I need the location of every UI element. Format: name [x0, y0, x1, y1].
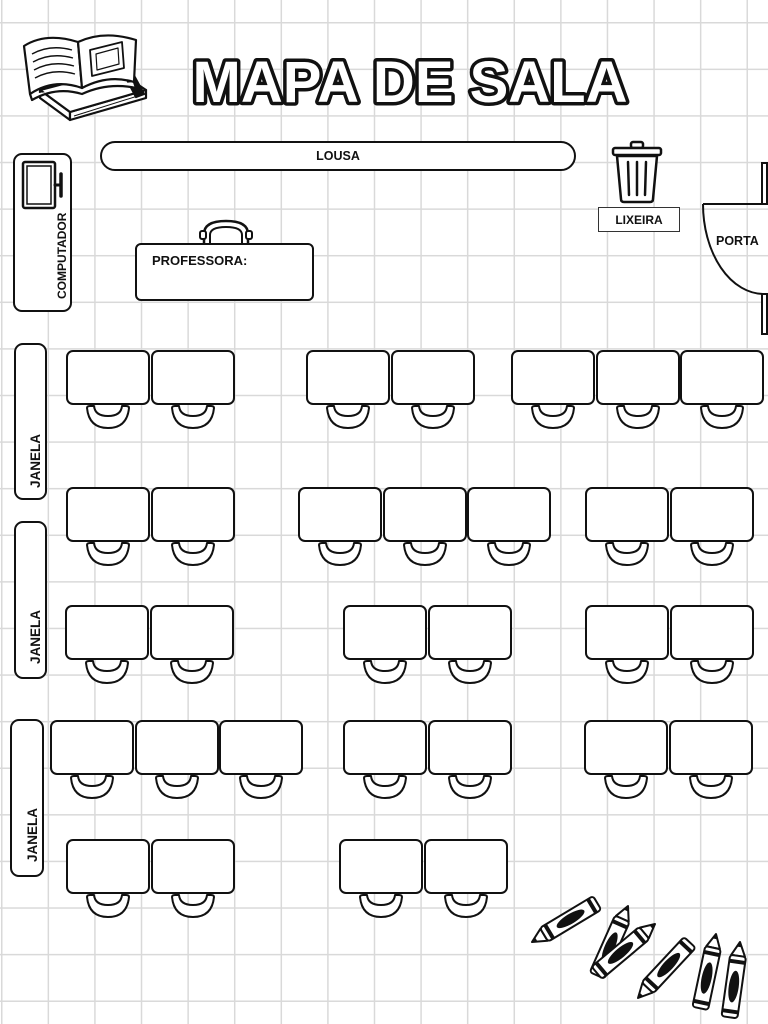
student-desk — [427, 605, 512, 660]
student-desk — [150, 350, 235, 405]
chair-icon — [169, 404, 217, 430]
student-desk — [66, 350, 150, 405]
chair-icon — [199, 219, 253, 244]
book-icon — [22, 34, 148, 122]
board: LOUSA — [100, 141, 576, 171]
student-desk — [584, 720, 668, 775]
student-desk — [668, 720, 753, 775]
student-desk — [219, 720, 303, 775]
chair-icon — [83, 659, 131, 685]
door-icon — [702, 162, 768, 335]
student-desk — [390, 350, 475, 405]
chair-icon — [442, 893, 490, 919]
student-desk — [467, 487, 551, 542]
chair-icon — [361, 774, 409, 800]
page-title: MAPA DE SALA — [189, 47, 631, 113]
chair-icon — [237, 774, 285, 800]
chair-icon — [602, 774, 650, 800]
crayon-icon — [526, 894, 603, 950]
student-desk — [595, 350, 680, 405]
window-panel — [14, 521, 47, 679]
chair-icon — [698, 404, 746, 430]
trash-label: LIXEIRA — [615, 212, 663, 227]
board-label: LOUSA — [316, 149, 360, 163]
chair-icon — [529, 404, 577, 430]
chair-icon — [357, 893, 405, 919]
crayon-icon — [631, 935, 697, 1005]
teacher-desk-label: PROFESSORA: — [152, 253, 248, 268]
student-desk — [382, 487, 467, 542]
door-label: PORTA — [716, 234, 759, 248]
trash-icon — [611, 140, 663, 204]
chair-icon — [169, 541, 217, 567]
chair-icon — [688, 541, 736, 567]
monitor-icon — [21, 160, 63, 210]
chair-icon — [68, 774, 116, 800]
student-desk — [50, 720, 134, 775]
crayon-icon — [691, 931, 725, 1012]
student-desk — [669, 487, 754, 542]
chair-icon — [153, 774, 201, 800]
student-desk — [149, 605, 234, 660]
chair-icon — [168, 659, 216, 685]
chair-icon — [688, 659, 736, 685]
chair-icon — [446, 774, 494, 800]
student-desk — [680, 350, 764, 405]
chair-icon — [409, 404, 457, 430]
chair-icon — [485, 541, 533, 567]
student-desk — [150, 839, 235, 894]
chair-icon — [84, 404, 132, 430]
student-desk — [585, 487, 669, 542]
window-panel — [10, 719, 44, 877]
student-desk — [585, 605, 669, 660]
student-desk — [669, 605, 754, 660]
student-desk — [150, 487, 235, 542]
teacher-desk: PROFESSORA: — [135, 243, 314, 301]
student-desk — [511, 350, 595, 405]
trash-label-box: LIXEIRA — [598, 207, 680, 232]
page-title-text: MAPA DE SALA — [193, 50, 628, 112]
chair-icon — [324, 404, 372, 430]
student-desk — [339, 839, 423, 894]
chair-icon — [169, 893, 217, 919]
student-desk — [65, 605, 149, 660]
student-desk — [66, 487, 150, 542]
chair-icon — [361, 659, 409, 685]
chair-icon — [84, 541, 132, 567]
chair-icon — [401, 541, 449, 567]
chair-icon — [687, 774, 735, 800]
chair-icon — [614, 404, 662, 430]
student-desk — [134, 720, 219, 775]
chair-icon — [316, 541, 364, 567]
crayon-icon — [720, 939, 749, 1020]
student-desk — [423, 839, 508, 894]
student-desk — [343, 720, 427, 775]
window-panel — [14, 343, 47, 500]
chair-icon — [603, 541, 651, 567]
student-desk — [427, 720, 512, 775]
student-desk — [298, 487, 382, 542]
student-desk — [343, 605, 427, 660]
chair-icon — [84, 893, 132, 919]
crayons-icon — [526, 894, 749, 1020]
student-desk — [66, 839, 150, 894]
chair-icon — [603, 659, 651, 685]
chair-icon — [446, 659, 494, 685]
student-desk — [306, 350, 390, 405]
